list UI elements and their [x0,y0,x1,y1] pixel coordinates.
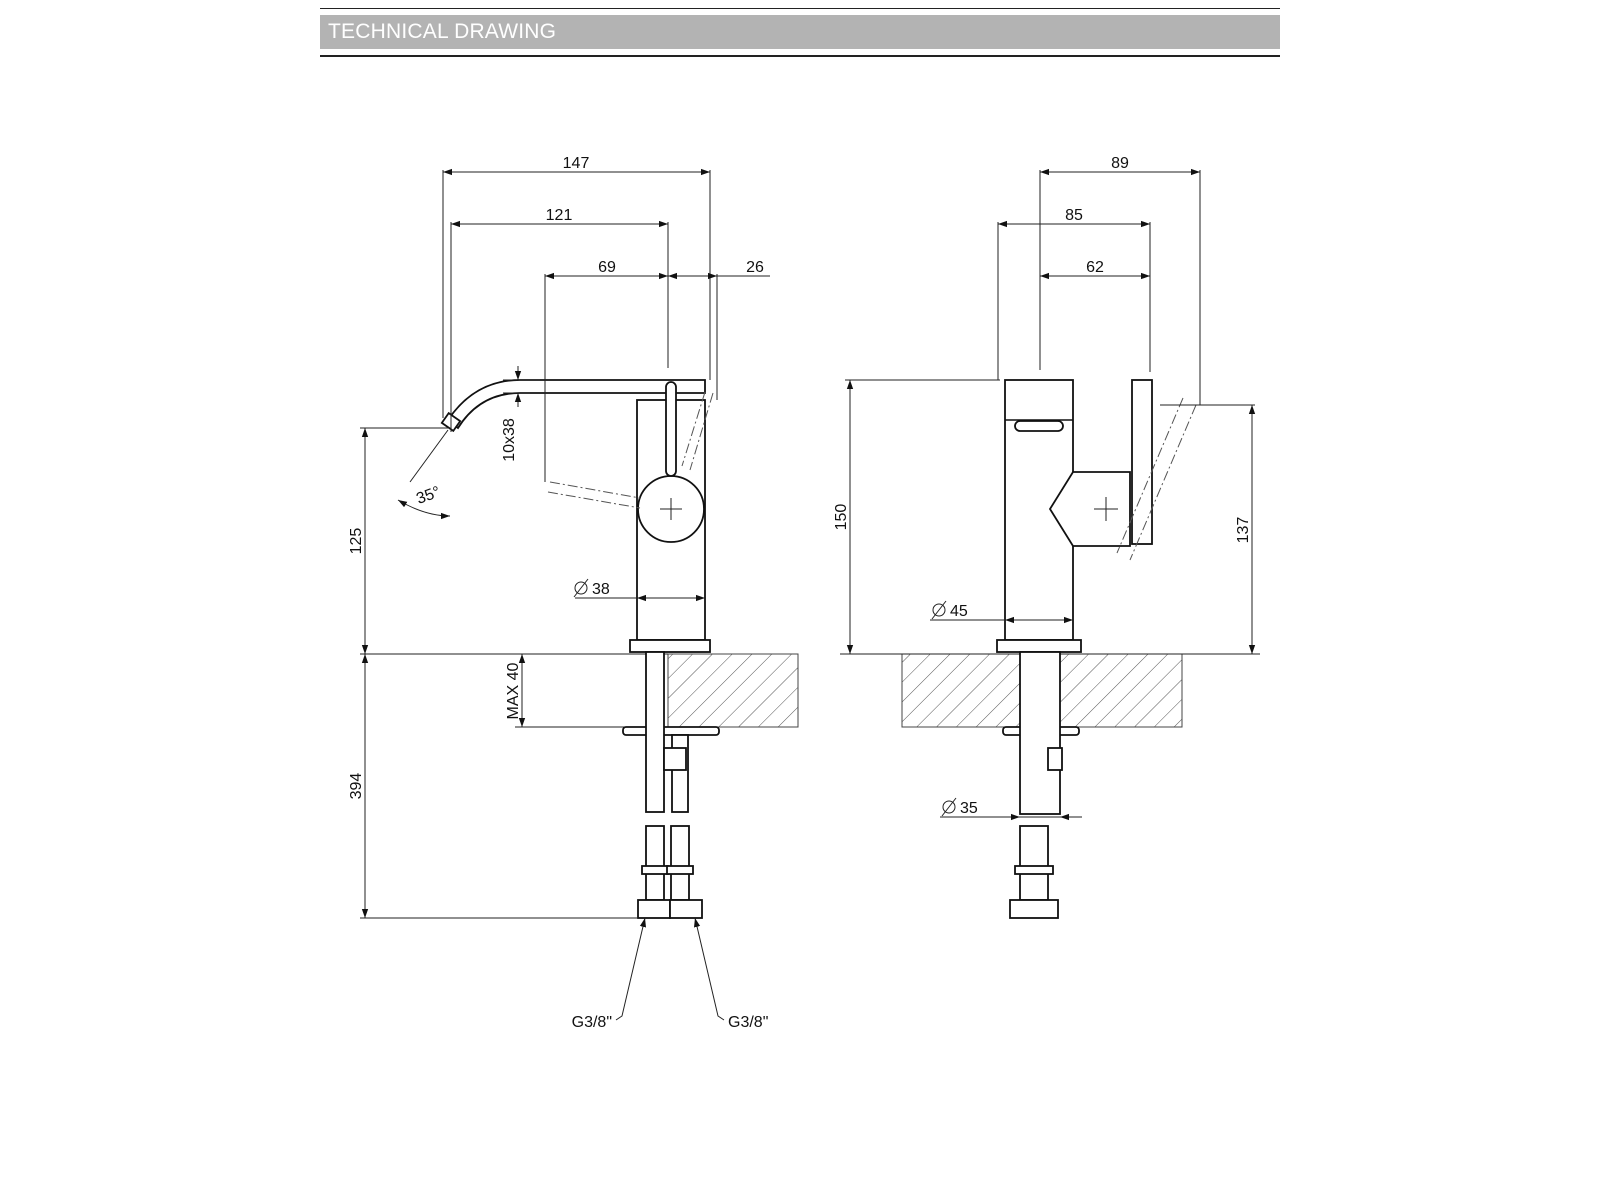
side-aerator [1014,420,1064,432]
side-ferrule [1014,865,1054,875]
front-dim-body-diameter: 38 [592,581,610,598]
front-angle-arc [397,499,451,520]
header-bar [320,15,1280,49]
front-extension-lines-h [360,379,638,919]
front-hose-right-upper [671,734,689,813]
side-diameter-symbol-45 [932,603,946,617]
front-hose-left-lower [645,825,665,901]
side-extension-lines [997,170,1201,405]
front-connection-right: G3/8" [728,1014,768,1031]
side-dim-body-diameter: 45 [950,603,968,620]
side-dim-overall-depth: 89 [1111,155,1129,172]
side-extension-lines-h [845,379,1255,655]
front-dim-spout-section: 10x38 [501,418,518,462]
side-connector [1009,899,1059,919]
section-header: TECHNICAL DRAWING [320,8,1280,57]
side-base-ring [996,639,1082,653]
front-dim-overall-width: 147 [563,155,590,172]
side-lever-phantom [1116,397,1197,561]
side-diameter-symbol-35-stroke [941,797,957,817]
front-diameter-symbol [574,581,588,595]
front-lever [665,381,677,477]
side-handle-cam [1048,471,1131,547]
section-title: TECHNICAL DRAWING [328,20,557,43]
front-dim-spout-reach: 121 [546,207,573,224]
front-connector-left [637,899,671,919]
front-hose-left-upper [645,651,665,813]
side-dim-overall-height: 150 [833,504,850,531]
front-dim-hose-length: 394 [348,773,365,800]
front-hose-right-lower [670,825,690,901]
front-dim-max-thickness: MAX 40 [505,662,522,719]
front-ferrule-right [666,865,694,875]
front-view: 147 121 69 26 10x38 35° 125 38 MAX 40 [348,155,799,1031]
front-connection-leader-left [615,917,647,1021]
front-connection-left: G3/8" [572,1014,612,1031]
side-lever [1131,379,1153,545]
side-nut [1047,747,1063,771]
side-dim-handle-height: 137 [1235,517,1252,544]
side-dim-lever-depth: 62 [1086,259,1104,276]
side-hose-lower [1019,825,1049,901]
front-extension-lines [442,170,718,482]
side-view: 89 85 62 150 137 45 35 [833,155,1260,919]
side-shank [1019,651,1061,815]
front-base-ring [629,639,711,653]
front-fixing-plate [622,726,720,736]
front-dim-lever-offset: 26 [746,259,764,276]
side-dim-shank-diameter: 35 [960,800,978,817]
front-dim-spout-height: 125 [348,528,365,555]
front-dim-angle: 35° [414,484,443,508]
front-connection-leader-right [693,917,725,1021]
front-lever-phantom-right [681,391,714,471]
front-angle-ray [409,429,449,483]
side-diameter-symbol-35 [942,800,956,814]
front-diameter-symbol-stroke [573,578,589,598]
header-bottom-rule [320,55,1280,57]
side-dim-body-depth: 85 [1065,207,1083,224]
front-lever-phantom-left [547,481,641,509]
front-countertop-section [667,653,799,728]
header-top-rule [320,8,1280,9]
front-ferrule-left [641,865,669,875]
side-diameter-symbol-45-stroke [931,600,947,620]
front-nut [663,747,687,771]
front-dim-lever-to-center: 69 [598,259,616,276]
front-connector-right [669,899,703,919]
